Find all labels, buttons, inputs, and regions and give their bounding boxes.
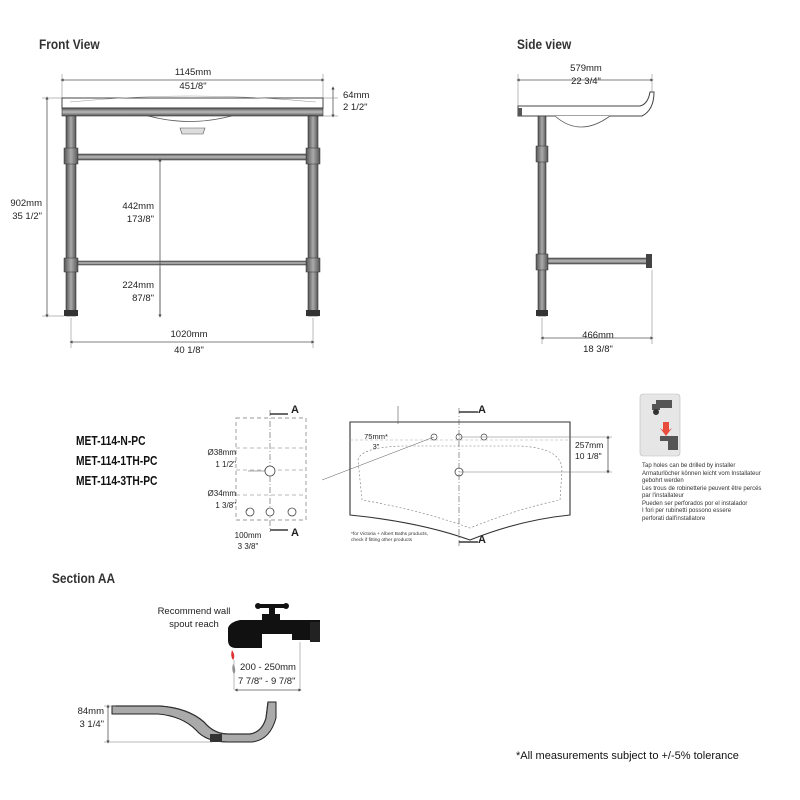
basin-depth-mm: 257mm xyxy=(575,440,604,450)
front-top-thickness-in: 2 1/2" xyxy=(343,102,368,113)
section-depth-in: 3 1/4" xyxy=(79,719,104,730)
hole-38-mm: Ø38mm xyxy=(207,448,236,457)
basin-spacing-in: 3" xyxy=(372,442,380,451)
side-view-drawing xyxy=(516,74,655,344)
basin-plan-drawing xyxy=(321,406,612,548)
front-width-top-in: 451/8" xyxy=(179,81,207,92)
section-recommend-line1: Recommend wall xyxy=(157,606,231,617)
tap-note-line: Pueden ser perforados por el instalador xyxy=(642,500,748,507)
front-rail-lower-in: 87/8" xyxy=(132,293,154,304)
basin-marker-a-bottom: A xyxy=(478,534,486,546)
basin-marker-a-top: A xyxy=(478,404,486,416)
hole-spacing-mm: 100mm xyxy=(234,531,262,540)
front-width-top-mm: 1145mm xyxy=(174,67,212,78)
front-rail-lower-mm: 224mm xyxy=(122,280,154,291)
section-reach-in: 7 7/8" - 9 7/8" xyxy=(238,676,296,687)
side-view-title: Side view xyxy=(517,36,572,52)
side-depth-legs-in: 18 3/8" xyxy=(583,344,613,355)
section-aa-drawing xyxy=(104,603,320,744)
model-code-1th: MET-114-1TH-PC xyxy=(76,454,158,468)
section-recommend-line2: spout reach xyxy=(169,619,219,630)
hole-38-in: 1 1/2" xyxy=(215,460,236,469)
front-view-title: Front View xyxy=(39,36,100,52)
side-depth-top-mm: 579mm xyxy=(570,63,602,74)
tap-note-line: I fori per rubinetti possono essere xyxy=(642,508,732,514)
hole-spacing-in: 3 3/8" xyxy=(237,542,259,551)
tap-note-line: perforati dall'installatore xyxy=(642,515,706,522)
front-height-in: 35 1/2" xyxy=(12,211,42,222)
section-reach-mm: 200 - 250mm xyxy=(240,662,296,673)
tap-note-line: par l'installateur xyxy=(642,493,684,499)
tap-note-line: Tap holes can be drilled by installer xyxy=(642,463,736,469)
front-top-thickness-mm: 64mm xyxy=(343,90,370,101)
basin-spacing-mm: 75mm* xyxy=(364,432,388,441)
front-height-mm: 902mm xyxy=(10,198,42,209)
tap-note-line: gebohrt werden xyxy=(642,478,684,484)
side-depth-legs-mm: 466mm xyxy=(582,330,614,341)
tap-note-line: Les trous de robinetterie peuvent être p… xyxy=(642,485,762,492)
front-width-legs-mm: 1020mm xyxy=(170,329,208,340)
basin-footnote-1: *for Victoria + Albert Baths products, xyxy=(351,532,429,537)
front-width-legs-in: 40 1/8" xyxy=(174,345,204,356)
front-view-drawing xyxy=(42,74,338,348)
tap-note-line: Armaturlöcher können leicht vom Installa… xyxy=(642,470,761,477)
basin-depth-in: 10 1/8" xyxy=(575,451,602,461)
side-depth-top-in: 22 3/4" xyxy=(571,76,601,87)
section-aa-title: Section AA xyxy=(52,570,116,586)
hole-detail-marker-a-bottom: A xyxy=(291,527,299,539)
tap-drill-icon xyxy=(639,393,681,457)
hole-34-in: 1 3/8" xyxy=(215,501,236,510)
section-depth-mm: 84mm xyxy=(77,706,104,717)
basin-footnote-2: check if fitting other products xyxy=(351,538,413,543)
model-code-3th: MET-114-3TH-PC xyxy=(76,474,158,488)
front-rail-upper-mm: 442mm xyxy=(122,201,154,212)
tolerance-note: *All measurements subject to +/-5% toler… xyxy=(516,750,739,762)
model-code-n: MET-114-N-PC xyxy=(76,434,146,448)
front-rail-upper-in: 173/8" xyxy=(126,214,154,225)
tap-note: Tap holes can be drilled by installer Ar… xyxy=(642,463,761,523)
hole-34-mm: Ø34mm xyxy=(207,489,236,498)
hole-detail-drawing xyxy=(235,410,307,532)
hole-detail-marker-a-top: A xyxy=(291,404,299,416)
